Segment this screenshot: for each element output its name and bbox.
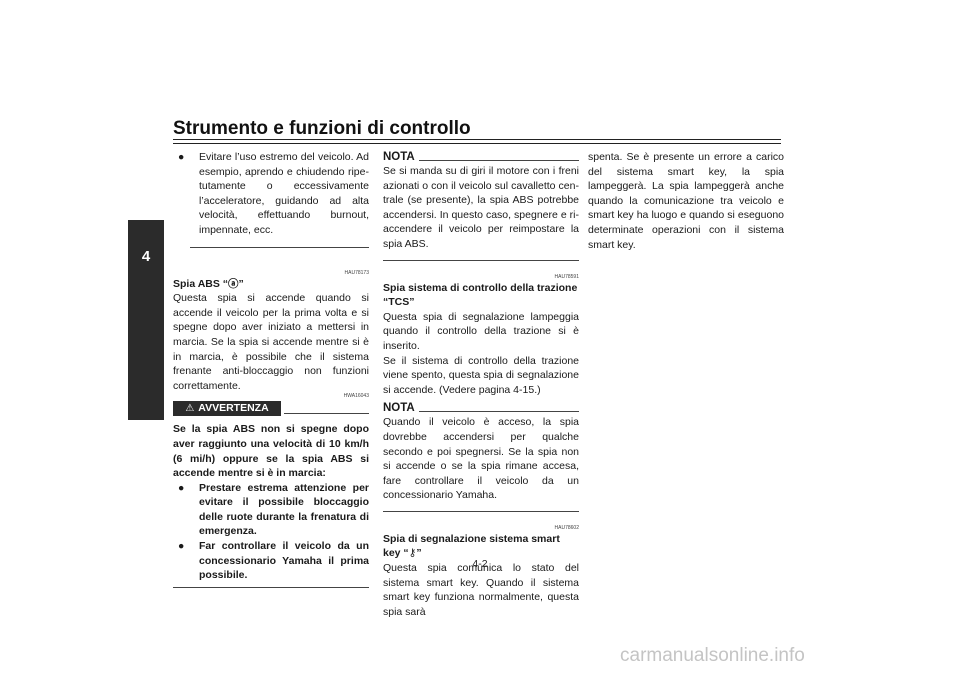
nota-rule xyxy=(418,160,579,161)
bullet-item: ● Evitare l’uso estremo del veicolo. Ad … xyxy=(173,150,369,238)
nota-end-rule xyxy=(383,510,579,512)
warning-triangle-icon: ⚠ xyxy=(185,403,195,415)
page-title: Strumento e funzioni di controllo xyxy=(173,118,471,139)
nota-label: NOTA xyxy=(383,402,415,415)
title-rule-top xyxy=(173,139,781,140)
section-code: HAU78602 xyxy=(554,524,579,531)
column-3: spenta. Se è presente un errore a carico… xyxy=(588,150,784,252)
tcs-body: Se il sistema di controllo della trazion… xyxy=(383,354,579,396)
section-code: HAU78173 xyxy=(344,269,369,276)
watermark: carmanualsonline.info xyxy=(620,645,805,666)
bullet-icon: ● xyxy=(178,481,185,494)
warning-end-rule xyxy=(173,586,369,588)
nota-text: Quando il veicolo è acceso, la spia dovr… xyxy=(383,416,579,502)
warning-bullet-2: ● Far controllare il veicolo da un con­c… xyxy=(173,539,369,583)
warning-label: AVVERTENZA xyxy=(198,402,269,415)
abs-body: Questa spia si accende quando si accende… xyxy=(173,292,369,392)
tcs-body: Questa spia di segnalazione lampeggia qu… xyxy=(383,310,579,352)
nota-text: Se si manda su di giri il motore con i f… xyxy=(383,165,579,250)
chapter-tab: 4 xyxy=(128,220,164,420)
section-code: HAU78591 xyxy=(554,273,579,280)
column-2: NOTA Se si manda su di giri il motore co… xyxy=(383,150,579,619)
smartkey-body-continued: spenta. Se è presente un errore a carico… xyxy=(588,151,784,251)
bullet-text: Evitare l’uso estremo del veicolo. Ad es… xyxy=(199,151,369,236)
warning-badge: ⚠ AVVERTENZA xyxy=(173,401,281,417)
abs-heading: Spia ABS “ⓐ” xyxy=(173,277,244,290)
tcs-heading: Spia sistema di controllo della trazione… xyxy=(383,281,578,309)
warning-bullet-text: Prestare estrema attenzione per evitare … xyxy=(199,481,369,538)
bullet-icon: ● xyxy=(178,151,185,163)
nota-end-rule xyxy=(383,259,579,261)
warning-header: ⚠ AVVERTENZA xyxy=(173,401,369,417)
smartkey-heading: Spia di segnalazione sistema smart key “… xyxy=(383,532,560,560)
warning-bullet-1: ● Prestare estrema attenzione per evitar… xyxy=(173,481,369,539)
column-1: ● Evitare l’uso estremo del veicolo. Ad … xyxy=(173,150,369,588)
warning-bullet-text: Far controllare il veicolo da un con­ces… xyxy=(199,540,369,582)
smartkey-body: Questa spia comunica lo stato del sistem… xyxy=(383,562,579,618)
nota-label: NOTA xyxy=(383,151,415,163)
warning-code: HWA16043 xyxy=(343,393,369,400)
nota-rule xyxy=(418,411,579,413)
nota-header: NOTA xyxy=(383,150,579,164)
page-number: 4-2 xyxy=(472,558,488,570)
warning-rule xyxy=(284,413,369,415)
warning-text: Se la spia ABS non si spegne dopo aver r… xyxy=(173,423,369,480)
nota-header: NOTA xyxy=(383,401,579,415)
section-divider xyxy=(190,246,369,248)
bullet-icon: ● xyxy=(178,540,185,553)
title-rule-bottom xyxy=(173,143,781,144)
